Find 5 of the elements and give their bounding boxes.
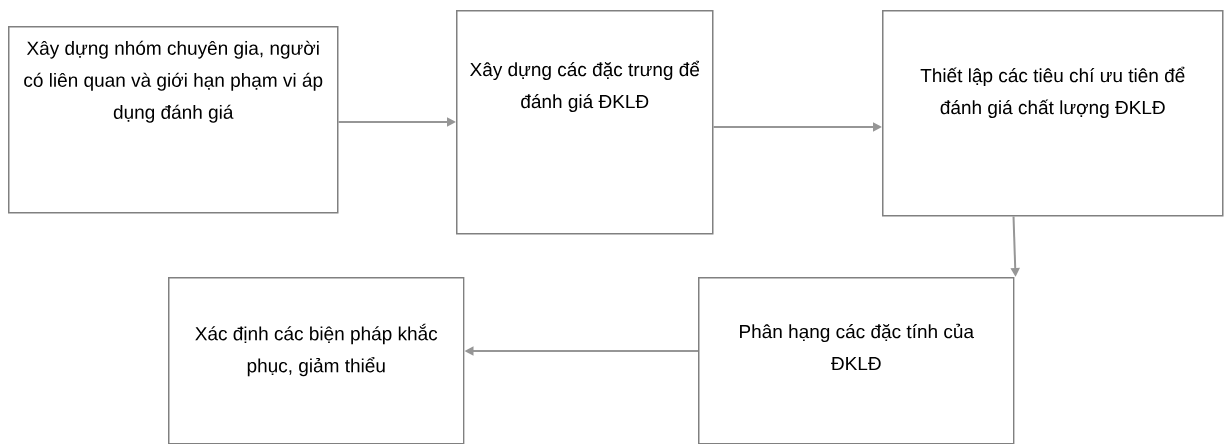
process-box: Xây dựng các đặc trưng để đánh giá ĐKLĐ bbox=[456, 10, 714, 235]
process-box: Thiết lập các tiêu chí ưu tiên để đánh giá chất lượng ĐKLĐ bbox=[882, 10, 1224, 217]
process-box: Xây dựng nhóm chuyên gia, người có liên quan và giới hạn phạm vi áp dụng đánh giá bbox=[8, 26, 339, 214]
process-box: Phân hạng các đặc tính của ĐKLĐ bbox=[698, 277, 1015, 444]
process-box: Xác định các biện pháp khắc phục, giảm thiểu bbox=[168, 277, 465, 444]
